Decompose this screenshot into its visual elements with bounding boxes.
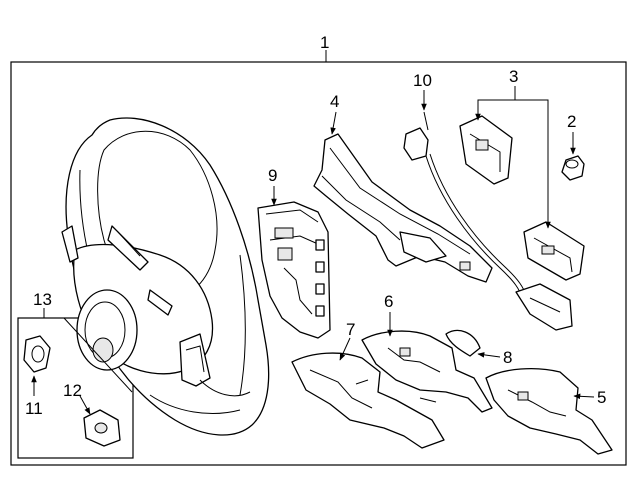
- part-2-clip: [561, 155, 585, 181]
- callout-9: 9: [268, 166, 277, 185]
- part-3-switch-lower: [523, 221, 585, 281]
- callout-11: 11: [25, 399, 43, 418]
- callout-13: 13: [33, 290, 52, 309]
- part-10-wire-harness: [403, 111, 573, 331]
- part-12-button: [83, 409, 121, 447]
- callout-5: 5: [597, 388, 606, 407]
- part-5-cover: [485, 368, 613, 455]
- part-8-small-trim: [445, 329, 481, 357]
- callout-3: 3: [509, 67, 518, 86]
- subassembly-frame: [17, 317, 134, 459]
- diagram-frame: [10, 61, 627, 466]
- part-3-switch-upper: [459, 115, 513, 185]
- steering-wheel: [61, 117, 270, 436]
- part-7-cover: [291, 352, 445, 449]
- callout-6: 6: [384, 292, 393, 311]
- callout-8: 8: [503, 348, 512, 367]
- callout-12: 12: [63, 381, 82, 400]
- callout-7: 7: [346, 320, 355, 339]
- callout-10: 10: [413, 71, 432, 90]
- part-9-switch-bracket: [257, 201, 331, 339]
- part-6-cover: [361, 330, 493, 413]
- callout-4: 4: [330, 92, 339, 111]
- leader-lines: [31, 50, 595, 415]
- callout-1: 1: [320, 33, 329, 52]
- callout-2: 2: [567, 112, 576, 131]
- part-4-bezel-trim: [313, 133, 493, 283]
- part-11-clip: [23, 335, 51, 373]
